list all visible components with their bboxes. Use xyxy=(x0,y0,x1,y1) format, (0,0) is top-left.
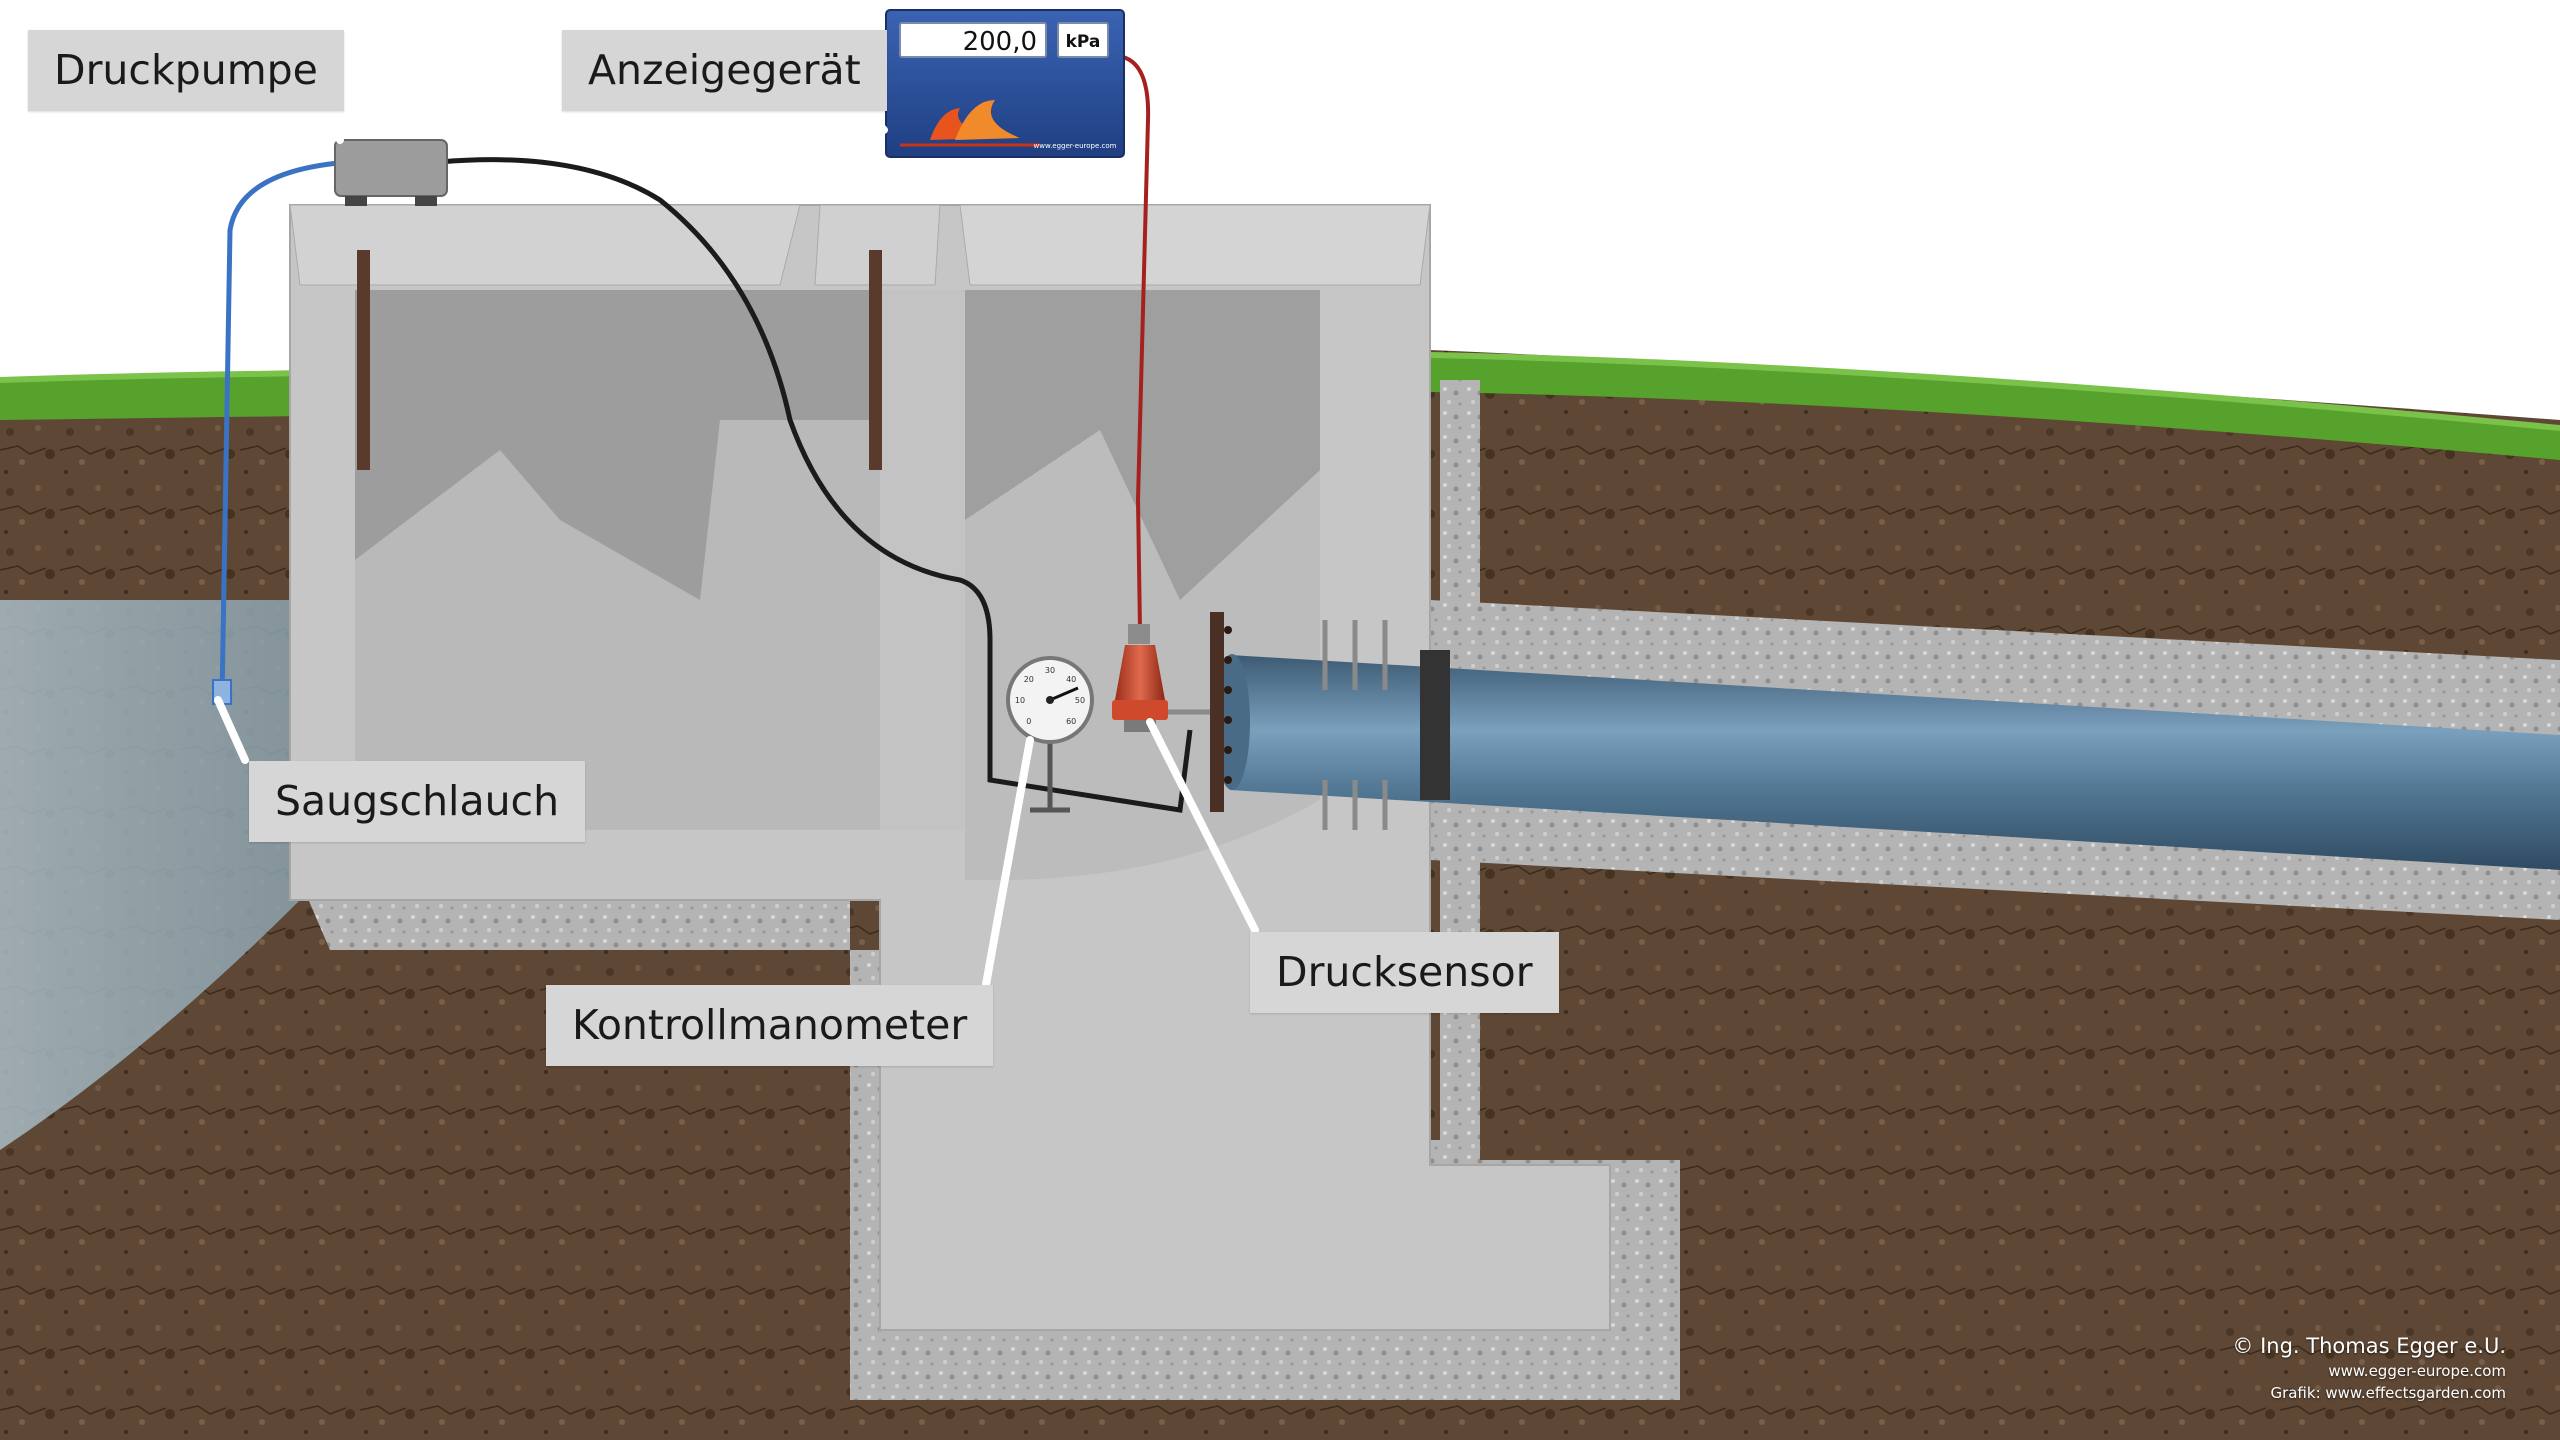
stake-left xyxy=(357,250,370,470)
display-brand-url: www.egger-europe.com xyxy=(1034,142,1117,150)
grass-right xyxy=(1430,355,2560,460)
credits-graphic: Grafik: www.effectsgarden.com xyxy=(2270,1384,2506,1402)
label-saugschlauch: Saugschlauch xyxy=(249,761,586,842)
gauge-tick-label: 40 xyxy=(1066,675,1076,684)
leader-lines xyxy=(214,96,1259,994)
label-anzeigegeraet: Anzeigegerät xyxy=(562,30,887,111)
display-unit: kPa xyxy=(1057,22,1109,58)
label-drucksensor: Drucksensor xyxy=(1250,932,1559,1013)
credits-copyright: © Ing. Thomas Egger e.U. xyxy=(2232,1334,2506,1358)
lid-slab-right xyxy=(959,204,1431,286)
wall-seal xyxy=(1420,650,1450,800)
chamber-left xyxy=(355,290,880,830)
pressure-sensor-icon xyxy=(1112,624,1210,732)
label-druckpumpe: Druckpumpe xyxy=(28,30,344,111)
divider-wall xyxy=(880,290,965,830)
pressure-pump xyxy=(334,139,448,197)
gauge-tick-label: 30 xyxy=(1045,666,1055,675)
pressure-hose xyxy=(439,157,1193,813)
stake-mid xyxy=(869,250,882,470)
display-readout: 200,0 xyxy=(899,22,1047,58)
lid-slab-mid xyxy=(814,204,941,286)
pipe xyxy=(1230,655,2560,870)
gauge-tick-label: 60 xyxy=(1066,717,1076,726)
signal-cable xyxy=(1117,54,1151,631)
gauge-tick-label: 0 xyxy=(1026,717,1031,726)
credits-website: www.egger-europe.com xyxy=(2328,1362,2506,1380)
control-manometer-icon xyxy=(1006,656,1094,813)
gauge-tick-label: 20 xyxy=(1024,675,1034,684)
suction-hose xyxy=(219,159,351,701)
pipe-bolts xyxy=(1322,620,1388,830)
gauge-tick-label: 50 xyxy=(1075,696,1085,705)
blind-flange xyxy=(1210,612,1224,812)
water-body xyxy=(0,600,300,1150)
credits: © Ing. Thomas Egger e.U. www.egger-europ… xyxy=(2232,1332,2506,1404)
label-kontrollmanometer: Kontrollmanometer xyxy=(546,985,994,1066)
lid-slab-left xyxy=(289,204,801,286)
gauge-tick-label: 10 xyxy=(1015,696,1025,705)
